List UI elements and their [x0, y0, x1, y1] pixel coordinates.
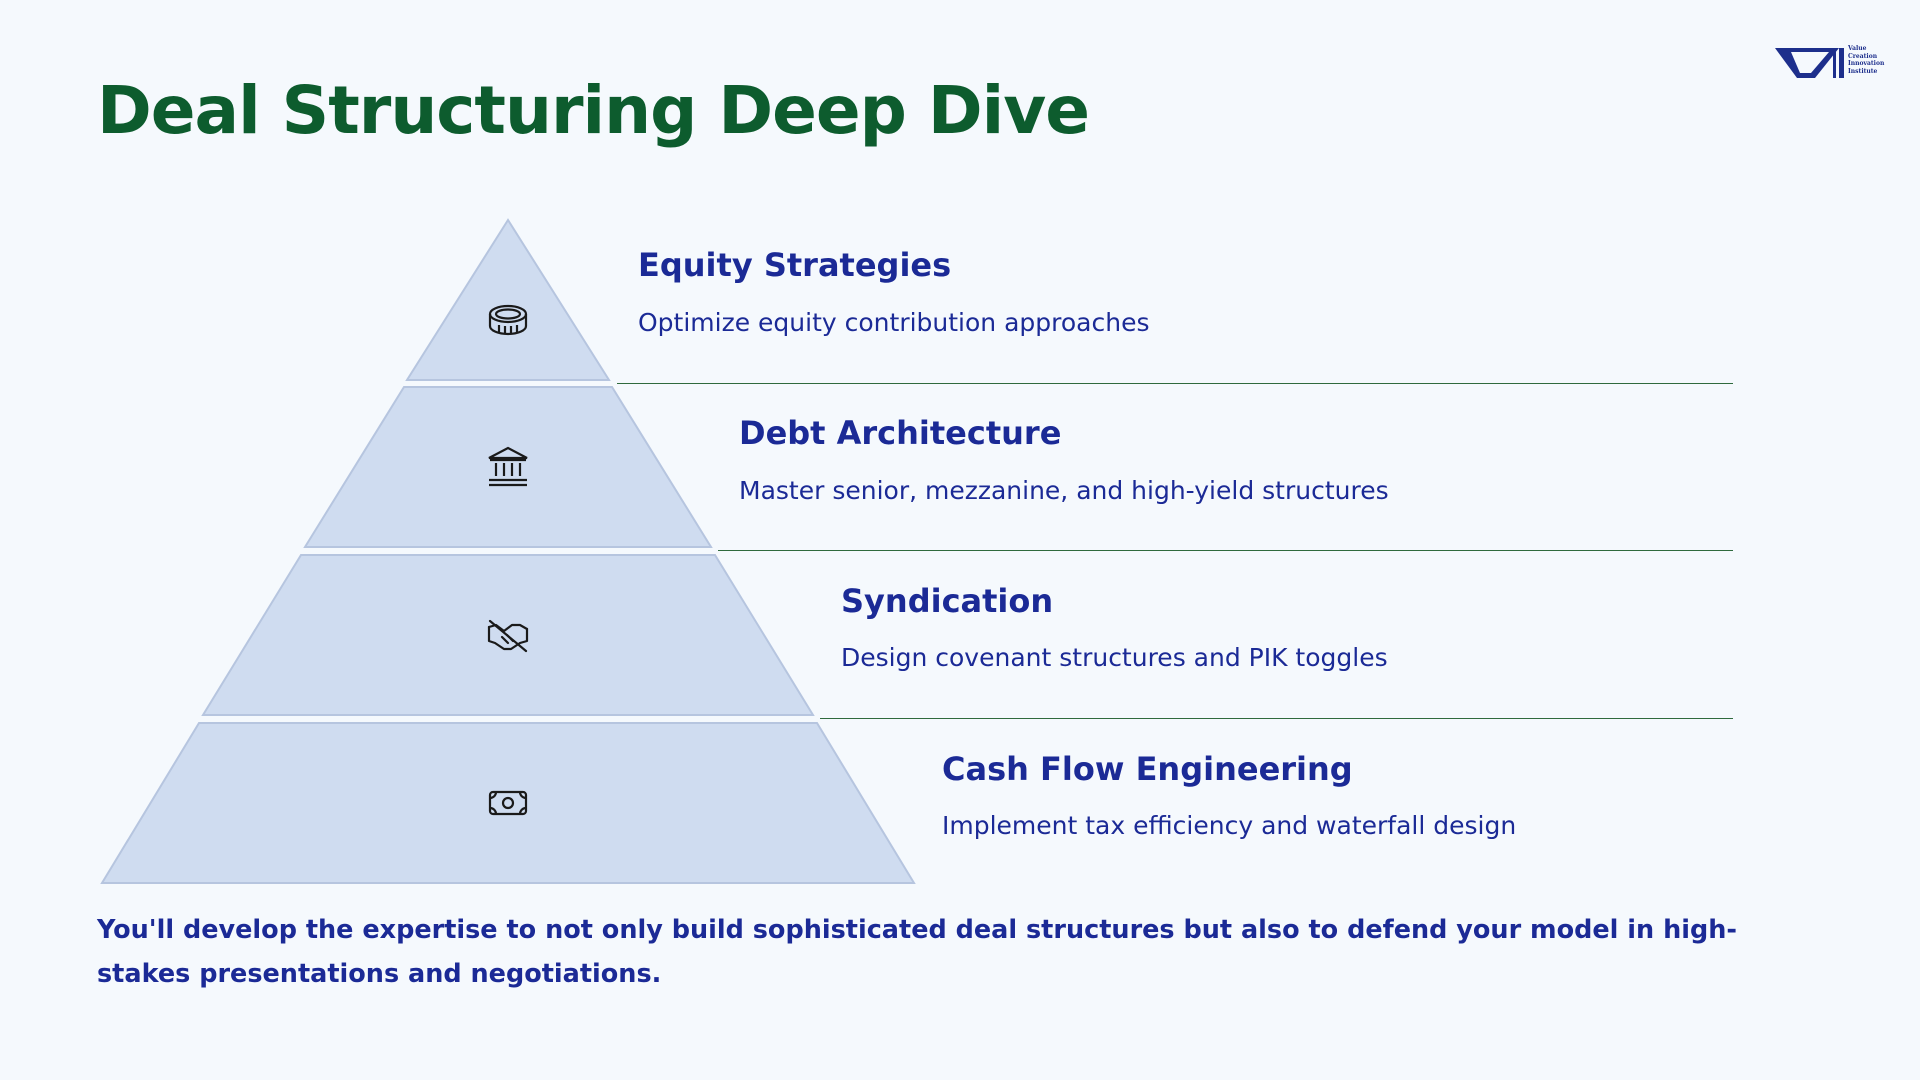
tier-desc-syndication: Design covenant structures and PIK toggl…: [841, 643, 1388, 672]
pyramid-tier-2: [303, 386, 713, 548]
divider: [718, 550, 1733, 551]
page-title: Deal Structuring Deep Dive: [97, 72, 1090, 149]
tier-desc-equity: Optimize equity contribution approaches: [638, 308, 1150, 337]
logo-text: Value Creation Innovation Institute: [1848, 45, 1898, 75]
logo-line: Value: [1848, 45, 1867, 52]
logo-line: Innovation: [1848, 60, 1885, 67]
vci-logo-icon: [1775, 48, 1844, 78]
divider: [617, 383, 1733, 384]
tier-desc-cash-flow: Implement tax efficiency and waterfall d…: [942, 811, 1517, 840]
tier-title-cash-flow: Cash Flow Engineering: [942, 750, 1353, 788]
no-handshake-icon: [487, 619, 529, 653]
footer-text: You'll develop the expertise to not only…: [97, 915, 1737, 989]
tier-desc-debt: Master senior, mezzanine, and high-yield…: [739, 476, 1389, 505]
cash-icon: [488, 790, 528, 816]
pyramid-tier-4: [100, 722, 916, 884]
divider: [820, 718, 1733, 719]
bank-icon: [488, 446, 528, 487]
coins-icon: [488, 304, 528, 336]
logo-line: Institute: [1848, 67, 1878, 75]
tier-title-equity: Equity Strategies: [638, 246, 952, 284]
tier-title-debt: Debt Architecture: [739, 414, 1062, 452]
logo-line: Creation: [1848, 52, 1878, 60]
pyramid-tier-1: [405, 218, 611, 381]
tier-title-syndication: Syndication: [841, 582, 1054, 620]
